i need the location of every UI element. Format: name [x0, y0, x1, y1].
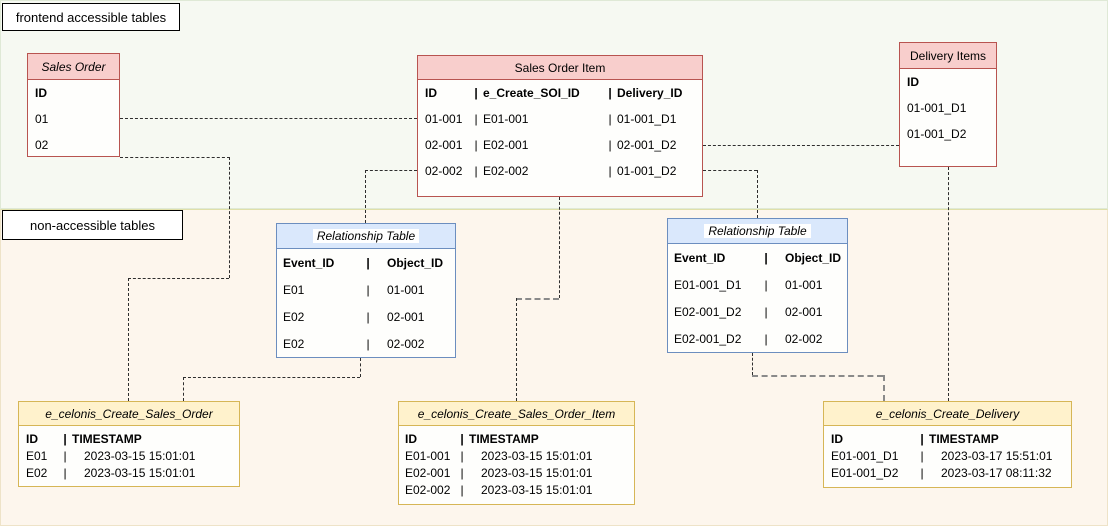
connector-deliveryitems-to-event [948, 167, 949, 401]
table-row: ID [35, 86, 47, 100]
table-row: E02-002 | 2023-03-15 15:01:01 [405, 482, 593, 497]
table-sales-order-title: Sales Order [28, 54, 119, 80]
connector-salesorder-to-event-v [128, 278, 129, 401]
connector-rel-right-to-event-h [752, 375, 883, 377]
table-header-row: ID | e_Create_SOI_ID | Delivery_ID [425, 86, 683, 100]
table-relationship-right-title: Relationship Table [668, 219, 847, 244]
connector-rel-left-to-event-v [183, 377, 184, 401]
table-sales-order-body: ID 01 02 [28, 80, 119, 158]
frontend-accessible-label: frontend accessible tables [2, 3, 180, 31]
table-event-create-delivery: e_celonis_Create_Delivery ID | TIMESTAMP… [823, 401, 1072, 488]
table-relationship-right-body: Event_ID | Object_ID E01-001_D1 | 01-001… [668, 244, 847, 352]
table-delivery-items: Delivery Items ID 01-001_D1 01-001_D2 [899, 42, 997, 167]
non-accessible-label-text: non-accessible tables [29, 217, 156, 233]
table-row: E01-001_D1 | 2023-03-17 15:51:01 [831, 448, 1053, 463]
table-event-create-sales-order-title: e_celonis_Create_Sales_Order [19, 402, 239, 426]
table-relationship-left-title: Relationship Table [277, 224, 455, 249]
connector-soi-to-rel-right-v [757, 170, 758, 218]
table-row: E01-001_D1 | 01-001 [674, 277, 823, 292]
frontend-accessible-label-text: frontend accessible tables [15, 9, 167, 25]
table-row: 01-001 | E01-001 | 01-001_D1 [425, 112, 677, 126]
table-row: ID [907, 75, 919, 89]
table-event-create-delivery-title: e_celonis_Create_Delivery [824, 402, 1071, 426]
table-event-create-delivery-body: ID | TIMESTAMP E01-001_D1 | 2023-03-17 1… [824, 426, 1071, 481]
table-row: E01-001_D2 | 2023-03-17 08:11:32 [831, 465, 1052, 480]
table-header-row: Event_ID | Object_ID [283, 255, 444, 270]
table-row: E02 | 02-001 [283, 309, 425, 324]
table-row: E01 | 01-001 [283, 282, 425, 297]
connector-soi-to-event-v [516, 298, 517, 401]
table-row: 02-002 | E02-002 | 01-001_D2 [425, 164, 677, 178]
table-header-row: ID | TIMESTAMP [405, 431, 539, 446]
connector-salesorder-elbow-h2 [128, 278, 229, 279]
connector-soi-to-deliveryitems [703, 145, 899, 146]
connector-soi-bottom-v [559, 197, 560, 298]
table-row: E02 | 02-002 [283, 336, 425, 351]
table-sales-order-item-body: ID | e_Create_SOI_ID | Delivery_ID 01-00… [418, 80, 702, 184]
table-row: 01 [35, 112, 49, 126]
connector-rel-left-to-event-h [183, 377, 360, 378]
connector-rel-left-to-soi-v [365, 170, 366, 223]
connector-rel-left-to-soi-h [365, 170, 417, 171]
table-event-create-sales-order-item: e_celonis_Create_Sales_Order_Item ID | T… [398, 401, 635, 505]
table-header-row: Event_ID | Object_ID [674, 250, 842, 265]
connector-soi-to-event-h [516, 298, 559, 300]
connector-soi-to-rel-right-h [703, 170, 757, 171]
table-event-create-sales-order-item-body: ID | TIMESTAMP E01-001 | 2023-03-15 15:0… [399, 426, 634, 498]
table-relationship-left: Relationship Table Event_ID | Object_ID … [276, 223, 456, 358]
table-sales-order: Sales Order ID 01 02 [27, 53, 120, 157]
table-row: 01-001_D1 [907, 101, 967, 115]
table-header-row: ID | TIMESTAMP [26, 431, 142, 446]
table-row: 02 [35, 138, 49, 152]
table-row: E02-001_D2 | 02-001 [674, 304, 823, 319]
table-event-create-sales-order-body: ID | TIMESTAMP E01 | 2023-03-15 15:01:01… [19, 426, 239, 481]
table-row: E02-001_D2 | 02-002 [674, 331, 823, 346]
table-row: E02 | 2023-03-15 15:01:01 [26, 465, 196, 480]
connector-rel-right-to-event-v [883, 375, 885, 401]
connector-rel-left-bottom-v [360, 358, 361, 377]
non-accessible-label: non-accessible tables [2, 210, 183, 240]
table-delivery-items-body: ID 01-001_D1 01-001_D2 [900, 69, 996, 147]
table-sales-order-item-title: Sales Order Item [418, 56, 702, 80]
table-row: E01 | 2023-03-15 15:01:01 [26, 448, 196, 463]
table-sales-order-item: Sales Order Item ID | e_Create_SOI_ID | … [417, 55, 703, 197]
table-row: 01-001_D2 [907, 127, 967, 141]
table-event-create-sales-order: e_celonis_Create_Sales_Order ID | TIMEST… [18, 401, 240, 487]
table-delivery-items-title: Delivery Items [900, 43, 996, 69]
connector-salesorder-to-soi-row1 [120, 118, 417, 119]
table-row: E02-001 | 2023-03-15 15:01:01 [405, 465, 593, 480]
table-header-row: ID | TIMESTAMP [831, 431, 999, 446]
connector-salesorder-elbow-v1 [229, 157, 230, 278]
table-relationship-left-body: Event_ID | Object_ID E01 | 01-001 E02 | … [277, 249, 455, 357]
table-event-create-sales-order-item-title: e_celonis_Create_Sales_Order_Item [399, 402, 634, 426]
table-relationship-right: Relationship Table Event_ID | Object_ID … [667, 218, 848, 353]
connector-salesorder-elbow-h1 [120, 157, 230, 158]
connector-rel-right-bottom-v [752, 353, 753, 375]
table-row: E01-001 | 2023-03-15 15:01:01 [405, 448, 593, 463]
table-row: 02-001 | E02-001 | 02-001_D2 [425, 138, 677, 152]
